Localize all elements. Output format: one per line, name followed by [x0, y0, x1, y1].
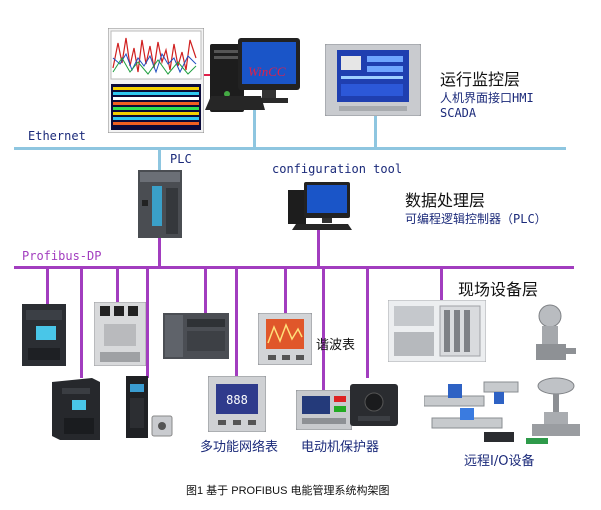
config-tool-label: configuration tool	[272, 162, 403, 176]
plc-label: PLC	[170, 152, 192, 166]
scada-keyboard	[205, 96, 265, 110]
motor-protector-module	[350, 384, 398, 426]
operation-layer-title: 运行监控层	[440, 70, 521, 89]
processing-layer-title: 数据处理层	[405, 191, 486, 210]
operation-layer-hmi: 人机界面接口HMI	[440, 91, 534, 105]
hmi-panel	[325, 44, 421, 116]
field-layer-title: 现场设备层	[458, 280, 539, 299]
drive-2	[52, 378, 100, 440]
scada-tower-pc	[210, 44, 244, 112]
motor-protector	[296, 390, 352, 430]
servo-drive	[126, 376, 174, 440]
remote-io-cabinet	[388, 300, 486, 362]
control-valve	[526, 376, 582, 446]
pressure-transmitter	[528, 302, 578, 366]
ethernet-bus	[14, 147, 566, 150]
flow-meters	[424, 378, 520, 446]
io-module	[163, 313, 229, 359]
plc-module	[138, 170, 182, 238]
profibus-drop-5	[204, 266, 207, 316]
profibus-drop-1	[46, 266, 49, 306]
harmonic-meter-label: 谐波表	[316, 338, 356, 353]
ethernet-drop-plc	[158, 148, 161, 176]
ethernet-drop-hmi	[374, 114, 377, 148]
profibus-drop-8	[322, 266, 325, 390]
soft-starter	[94, 302, 146, 366]
config-tool-pc	[288, 182, 356, 232]
processing-layer-plc: 可编程逻辑控制器（PLC）	[405, 212, 547, 226]
motor-protector-label: 电动机保护器	[301, 440, 380, 455]
profibus-drop-6	[235, 266, 238, 378]
config-tool-link-v	[317, 226, 320, 268]
profibus-drop-plc	[158, 236, 161, 268]
figure-caption: 图1 基于 PROFIBUS 电能管理系统构架图	[186, 485, 390, 497]
profibus-drop-10	[440, 266, 443, 304]
wincc-label: WinCC	[248, 64, 286, 79]
ethernet-label: Ethernet	[28, 129, 86, 143]
operation-layer-scada: SCADA	[440, 106, 477, 120]
profibus-bus	[14, 266, 574, 269]
profibus-drop-7	[284, 266, 287, 316]
profibus-label: Profibus-DP	[22, 249, 102, 263]
multifunction-meter-label: 多功能网络表	[200, 440, 279, 455]
multifunction-meter: 888	[208, 376, 266, 432]
remote-io-label: 远程I/O设备	[464, 454, 535, 469]
profibus-drop-9	[366, 266, 369, 378]
scada-screenshot	[108, 28, 204, 133]
scada-monitor	[238, 38, 300, 104]
profibus-drop-3	[116, 266, 119, 304]
drive-1	[22, 304, 66, 366]
svg-text:888: 888	[226, 393, 248, 407]
profibus-drop-2	[80, 266, 83, 378]
harmonic-meter	[258, 313, 312, 365]
profibus-drop-4	[146, 266, 149, 378]
ethernet-drop-scada	[253, 108, 256, 148]
